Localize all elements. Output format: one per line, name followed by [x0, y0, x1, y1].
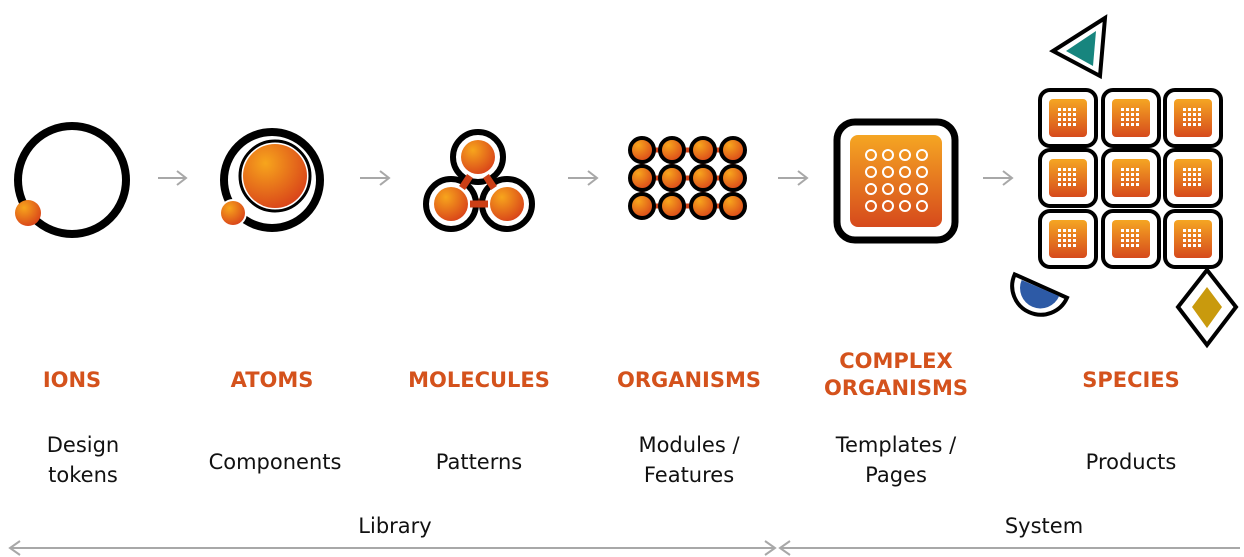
arrow-icon [568, 170, 599, 186]
ion-icon [14, 122, 130, 238]
diamond-icon [1175, 266, 1239, 349]
stage-desc-molecules: Patterns [435, 450, 523, 474]
range-label-system: System [1004, 514, 1084, 538]
stage-title-complex-organisms: COMPLEX ORGANISMS [823, 349, 969, 400]
complex-organism-icon [833, 118, 959, 244]
arrow-icon [983, 170, 1014, 186]
stage-desc-complex-organisms: Templates / Pages [835, 433, 957, 487]
stage-desc-ions: Design tokens [46, 433, 120, 487]
stage-title-atoms: ATOMS [230, 368, 314, 392]
stage-desc-organisms: Modules / Features [638, 433, 740, 487]
stage-title-organisms: ORGANISMS [616, 368, 762, 392]
organism-icon [628, 136, 747, 220]
stage-desc-species: Products [1085, 450, 1177, 474]
stage-title-species: SPECIES [1082, 368, 1180, 392]
system-range-arrow [778, 540, 1240, 556]
stage-title-molecules: MOLECULES [408, 368, 550, 392]
arrow-icon [158, 170, 188, 186]
arrow-icon [360, 170, 391, 186]
range-label-library: Library [358, 514, 432, 538]
atom-icon [219, 128, 324, 232]
library-range-arrow [8, 540, 777, 556]
stage-title-ions: IONS [42, 368, 102, 392]
stage-desc-atoms: Components [208, 450, 342, 474]
species-icon [1010, 14, 1239, 349]
molecule-icon [423, 129, 535, 232]
semicircle-icon [1010, 271, 1070, 317]
arrow-icon [778, 170, 809, 186]
